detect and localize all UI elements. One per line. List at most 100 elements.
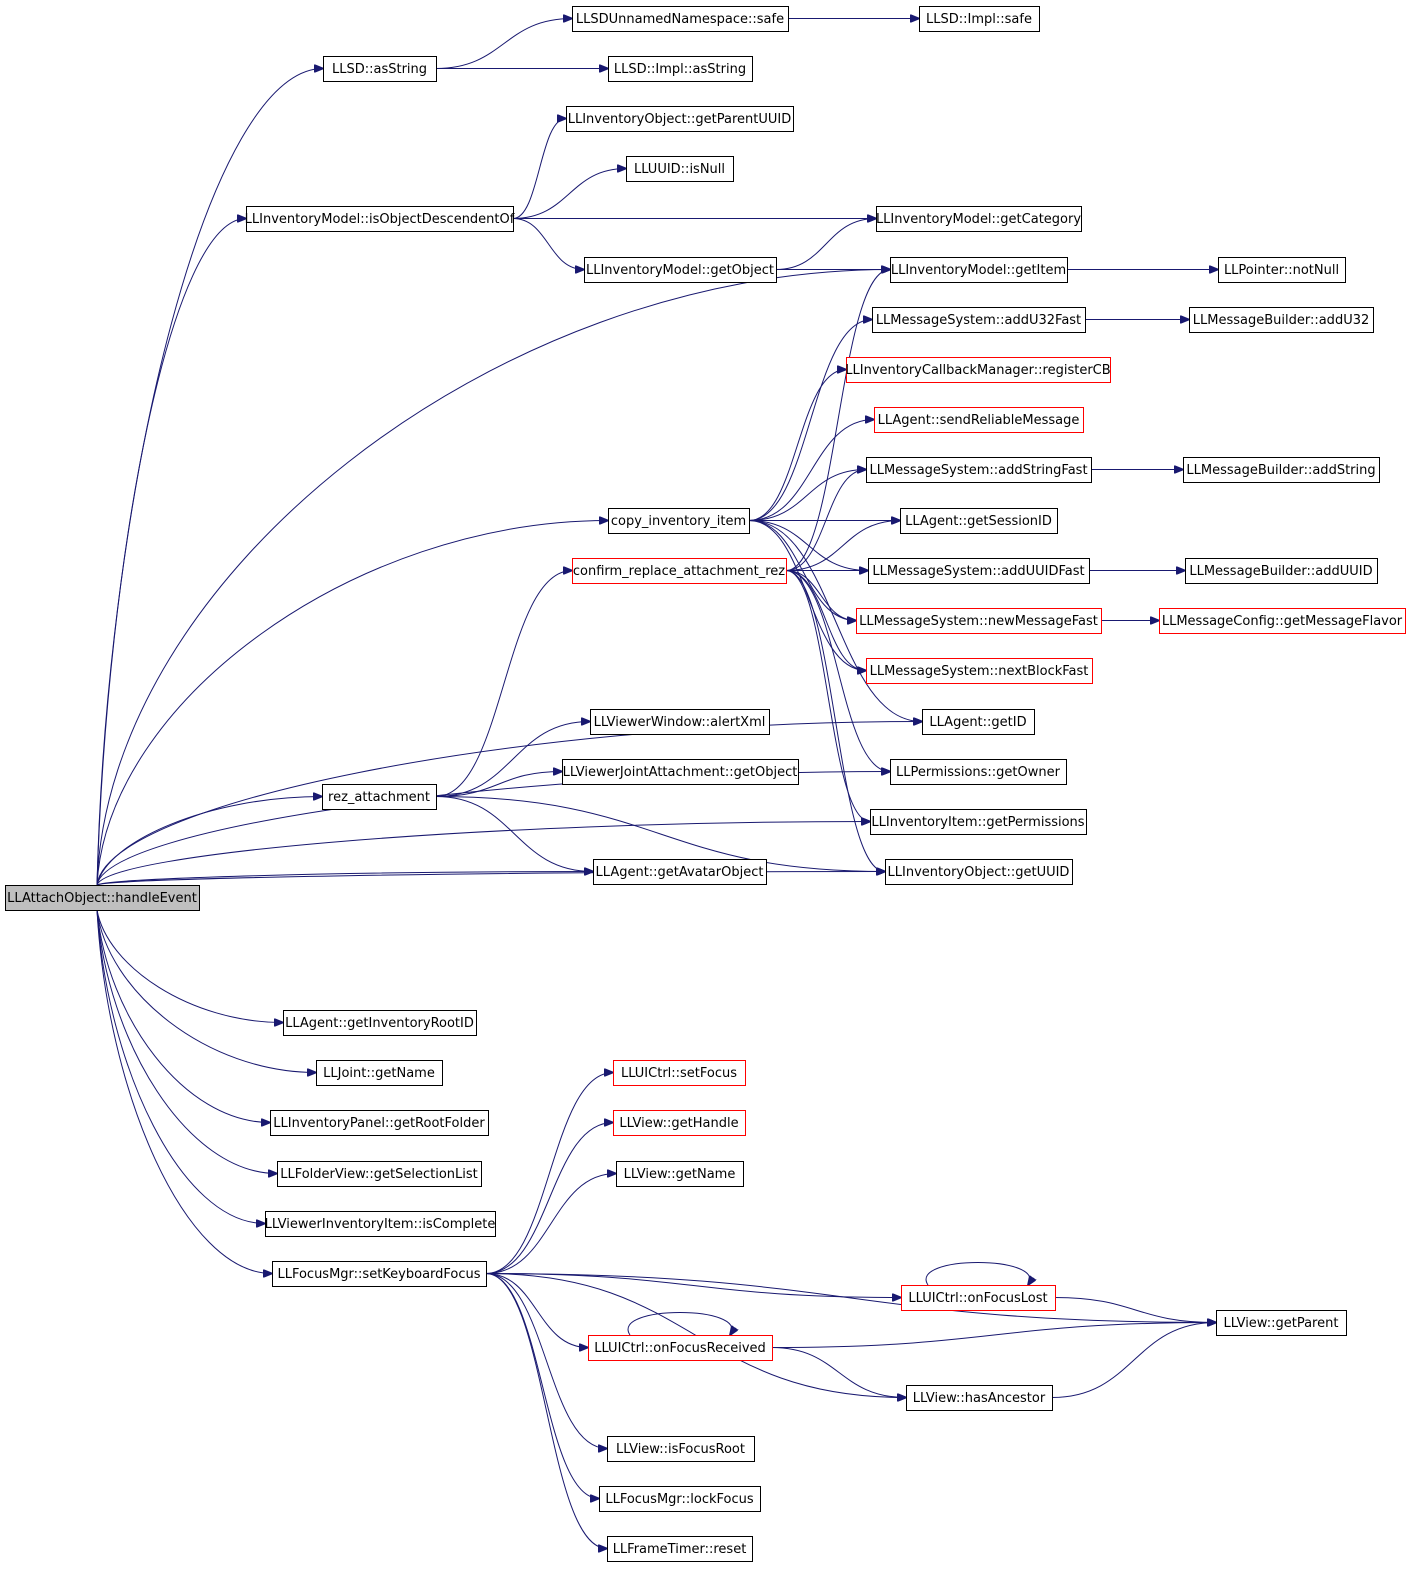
edge-confirm_replace-to-getuuid [785,570,885,872]
node-getmessageflavor[interactable]: LLMessageConfig::getMessageFlavor [1159,608,1406,634]
node-setfocus[interactable]: LLUICtrl::setFocus [613,1060,746,1086]
node-getparentuuid[interactable]: LLInventoryObject::getParentUUID [566,106,794,132]
node-root[interactable]: LLAttachObject::handleEvent [5,885,200,911]
node-alertxml[interactable]: LLViewerWindow::alertXml [590,709,770,735]
node-view_getname[interactable]: LLView::getName [616,1161,744,1187]
node-sendreliable[interactable]: LLAgent::sendReliableMessage [874,407,1084,433]
node-getowner[interactable]: LLPermissions::getOwner [890,759,1067,785]
node-box [272,1261,487,1287]
node-box [607,1536,753,1562]
edge-setkeyboardfocus-to-setfocus [485,1073,613,1274]
node-addstring[interactable]: LLMessageBuilder::addString [1183,457,1380,483]
node-label: LLPointer::notNull [1224,263,1339,278]
node-box [593,859,767,885]
node-getavatarobject[interactable]: LLAgent::getAvatarObject [593,859,767,885]
node-label: LLInventoryModel::getObject [586,263,774,278]
node-registercb[interactable]: LLInventoryCallbackManager::registerCB [845,357,1111,383]
edge-rez_attachment-to-getavatarobject [435,796,593,872]
node-box [856,608,1102,634]
node-llsd_impl_asstring[interactable]: LLSD::Impl::asString [608,56,753,82]
node-hasancestor[interactable]: LLView::hasAncestor [906,1385,1053,1411]
node-getsessionid[interactable]: LLAgent::getSessionID [900,508,1058,534]
edge-isobjectdescendentof-to-isnull [512,169,626,219]
node-box [590,709,770,735]
node-getpermissions[interactable]: LLInventoryItem::getPermissions [870,809,1087,835]
node-notnull[interactable]: LLPointer::notNull [1218,257,1346,283]
node-label: confirm_replace_attachment_rez [573,564,785,579]
node-gethandle[interactable]: LLView::getHandle [613,1110,746,1136]
node-label: copy_inventory_item [611,514,746,529]
node-label: LLInventoryPanel::getRootFolder [273,1116,485,1131]
node-box [607,1436,755,1462]
node-box [616,1161,744,1187]
node-box [906,1385,1053,1411]
node-box [876,206,1082,232]
node-box [572,6,789,32]
node-label: LLJoint::getName [323,1066,435,1081]
node-label: LLAgent::getInventoryRootID [285,1016,474,1031]
node-label: rez_attachment [328,790,430,805]
node-getselectionlist[interactable]: LLFolderView::getSelectionList [277,1161,482,1187]
node-box [608,56,753,82]
node-getparent[interactable]: LLView::getParent [1216,1310,1347,1336]
node-adduuidfast[interactable]: LLMessageSystem::addUUIDFast [868,558,1090,584]
edge-root-to-getitem [96,270,890,886]
edge-isobjectdescendentof-to-getparentuuid [512,119,566,219]
node-nextblockfast[interactable]: LLMessageSystem::nextBlockFast [866,658,1093,684]
node-onfocuslost[interactable]: LLUICtrl::onFocusLost [901,1285,1056,1311]
node-copy_inventory_item[interactable]: copy_inventory_item [608,508,750,534]
node-getid[interactable]: LLAgent::getID [922,709,1035,735]
edge-rez_attachment-to-alertxml [435,722,590,797]
node-getinventoryrootid[interactable]: LLAgent::getInventoryRootID [283,1010,477,1036]
node-jointattach_getobject[interactable]: LLViewerJointAttachment::getObject [562,759,799,785]
node-label: LLMessageSystem::newMessageFast [859,614,1098,629]
node-box [316,1060,443,1086]
node-label: LLSD::Impl::asString [614,62,746,77]
node-isobjectdescendentof[interactable]: LLInventoryModel::isObjectDescendentOf [245,206,515,232]
node-getobject_model[interactable]: LLInventoryModel::getObject [584,257,777,283]
node-llsd_asstring[interactable]: LLSD::asString [323,56,437,82]
node-setkeyboardfocus[interactable]: LLFocusMgr::setKeyboardFocus [272,1261,487,1287]
node-getrootfolder[interactable]: LLInventoryPanel::getRootFolder [270,1110,489,1136]
edge-onfocusreceived-to-getparent [771,1323,1216,1348]
node-isnull[interactable]: LLUUID::isNull [626,156,734,182]
node-adduuid[interactable]: LLMessageBuilder::addUUID [1185,558,1378,584]
node-getcategory[interactable]: LLInventoryModel::getCategory [876,206,1082,232]
node-box [872,307,1086,333]
node-newmessagefast[interactable]: LLMessageSystem::newMessageFast [856,608,1102,634]
edge-onfocuslost-to-onfocuslost [925,1262,1030,1286]
edge-root-to-isobjectdescendentof [96,219,246,886]
node-rez_attachment[interactable]: rez_attachment [322,784,437,810]
node-addu32fast[interactable]: LLMessageSystem::addU32Fast [872,307,1086,333]
node-lldunnamed_safe[interactable]: LLSDUnnamedNamespace::safe [572,6,789,32]
edge-root-to-getowner [96,772,890,886]
node-label: LLUUID::isNull [634,162,725,177]
edge-root-to-iscomplete [96,909,265,1224]
node-box [608,508,750,534]
node-box [626,156,734,182]
edge-copy_inventory_item-to-addu32fast [748,320,872,521]
node-box [890,759,1067,785]
edge-root-to-getid [96,722,922,886]
node-box [922,709,1035,735]
node-confirm_replace[interactable]: confirm_replace_attachment_rez [572,558,787,584]
node-lockfocus[interactable]: LLFocusMgr::lockFocus [599,1486,761,1512]
node-label: LLView::hasAncestor [913,1391,1046,1406]
node-getuuid[interactable]: LLInventoryObject::getUUID [885,859,1073,885]
edge-copy_inventory_item-to-adduuidfast [748,520,868,571]
node-label: LLAttachObject::handleEvent [7,891,197,906]
node-label: LLSD::asString [332,62,427,77]
node-addstringfast[interactable]: LLMessageSystem::addStringFast [866,457,1092,483]
node-onfocusreceived[interactable]: LLUICtrl::onFocusReceived [588,1335,773,1361]
node-isfocusroot[interactable]: LLView::isFocusRoot [607,1436,755,1462]
node-iscomplete[interactable]: LLViewerInventoryItem::isComplete [265,1211,496,1237]
node-getitem[interactable]: LLInventoryModel::getItem [890,257,1068,283]
node-llsd_impl_safe[interactable]: LLSD::Impl::safe [919,6,1040,32]
node-label: LLMessageSystem::addUUIDFast [872,564,1084,579]
edge-onfocusreceived-to-hasancestor [771,1347,906,1398]
node-frametimer_reset[interactable]: LLFrameTimer::reset [607,1536,753,1562]
node-joint_getname[interactable]: LLJoint::getName [316,1060,443,1086]
node-addu32[interactable]: LLMessageBuilder::addU32 [1189,307,1374,333]
node-box [1183,457,1380,483]
